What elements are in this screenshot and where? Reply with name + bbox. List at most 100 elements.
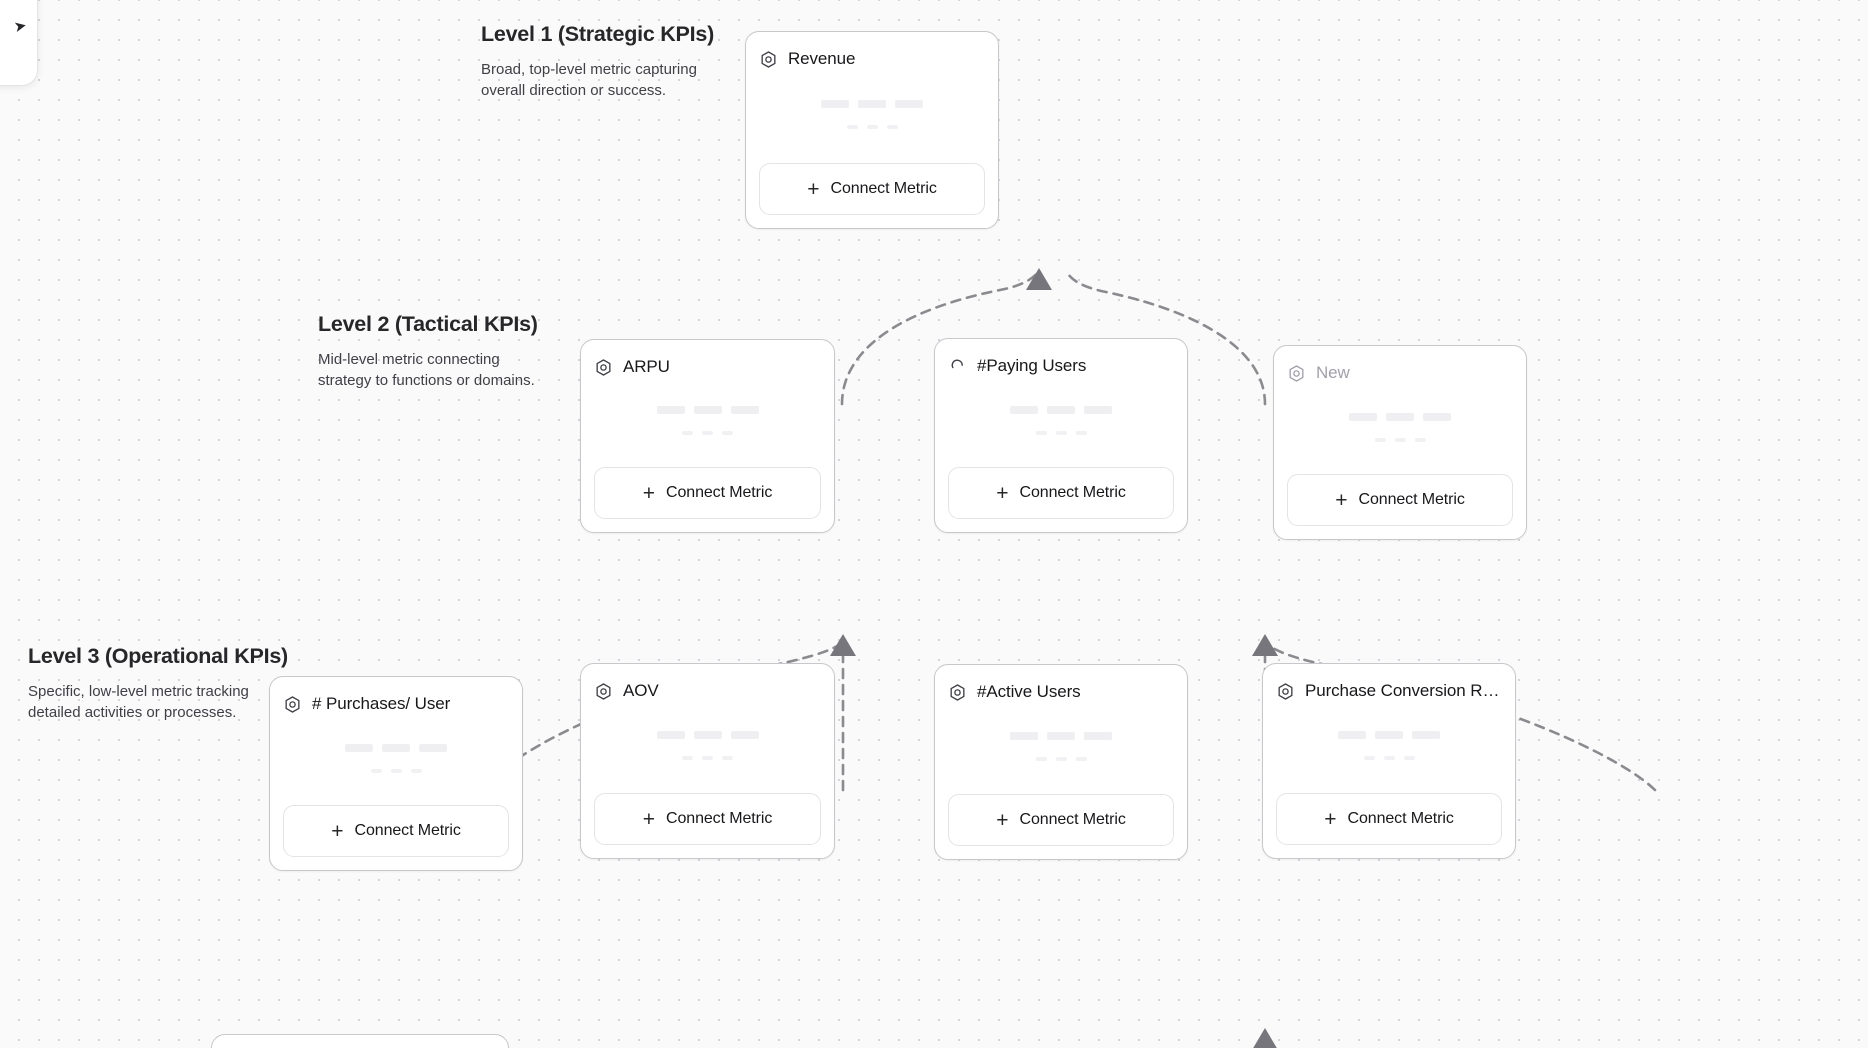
skeleton-row-primary [656,731,759,739]
card-title: # Purchases/ User [312,694,451,713]
connect-metric-button[interactable]: + Connect Metric [948,467,1174,519]
plus-icon: + [1335,488,1348,512]
card-header: Revenue [759,46,985,72]
skeleton-bar [382,743,410,752]
hexagon-metric-icon [1276,682,1295,701]
skeleton-bar [821,100,849,108]
metric-card-revenue[interactable]: Revenue + Connect Metric [745,31,999,229]
level-3-description: Specific, low-level metric tracking deta… [28,683,249,722]
card-header: # Purchases/ User [283,691,509,717]
skeleton-bar [1394,437,1406,442]
skeleton-bar [1035,757,1047,761]
metric-card-new[interactable]: New + Connect Metric [1273,345,1527,540]
metric-card-offscreen-partial[interactable] [211,1034,509,1048]
skeleton-row-secondary [682,431,733,435]
connect-metric-button[interactable]: + Connect Metric [948,794,1174,846]
skeleton-bar [1055,757,1067,761]
skeleton-row-primary [345,743,447,752]
skeleton-bar [656,406,685,414]
metric-card-aov[interactable]: AOV + Connect Metric [580,663,835,859]
card-placeholder-body [1287,386,1513,474]
skeleton-bar [693,731,722,739]
skeleton-bar [410,768,422,773]
skeleton-bar [730,731,759,739]
card-placeholder-body [283,717,509,805]
plus-icon: + [996,481,1009,505]
card-title: Purchase Conversion Rate [1305,681,1502,700]
card-header: New [1287,360,1513,386]
level-2-description: Mid-level metric connecting strategy to … [318,351,535,390]
skeleton-bar [1084,405,1112,414]
card-title: Revenue [788,49,856,68]
connect-metric-label: Connect Metric [830,180,937,197]
skeleton-bar [1383,756,1395,760]
skeleton-bar [1047,732,1075,740]
level-1-label-block: Level 1 (Strategic KPIs) Broad, top-leve… [481,22,714,102]
skeleton-bar [1010,732,1038,740]
hexagon-metric-icon [948,683,967,702]
skeleton-row-secondary [1035,757,1087,761]
connect-metric-button[interactable]: + Connect Metric [283,805,509,857]
plus-icon: + [642,481,656,505]
skeleton-bar [682,431,693,435]
connect-metric-button[interactable]: + Connect Metric [1287,474,1513,526]
connect-metric-button[interactable]: + Connect Metric [759,163,985,215]
cursor-arrow-icon[interactable]: ➤ [12,16,29,37]
connect-metric-button[interactable]: + Connect Metric [1276,793,1502,845]
skeleton-bar [722,431,733,435]
card-header: #Paying Users [948,353,1174,379]
skeleton-bar [419,743,447,752]
skeleton-bar [390,768,402,773]
hexagon-metric-icon [1287,364,1306,383]
skeleton-row-primary [1349,412,1451,421]
arrowhead-paying-users [1252,634,1278,656]
skeleton-bar [1338,731,1366,739]
metric-card-active-users[interactable]: #Active Users + Connect Metric [934,664,1188,860]
metric-card-arpu[interactable]: ARPU + Connect Metric [580,339,835,533]
skeleton-bar [370,768,382,773]
skeleton-row-primary [656,406,759,414]
plus-icon: + [1324,807,1337,831]
arrowhead-revenue [1026,268,1052,290]
level-2-label-block: Level 2 (Tactical KPIs) Mid-level metric… [318,312,548,392]
skeleton-row-primary [1338,731,1440,739]
card-placeholder-body [759,72,985,163]
metric-card-purchases-per-user[interactable]: # Purchases/ User + Connect Metric [269,676,523,871]
skeleton-bar [886,125,898,129]
skeleton-bar [1414,437,1426,442]
connect-metric-button[interactable]: + Connect Metric [594,467,821,519]
hexagon-metric-icon [594,358,613,377]
skeleton-bar [693,406,722,414]
plus-icon: + [996,808,1009,832]
skeleton-bar [1386,412,1414,421]
card-header: Purchase Conversion Rate [1276,678,1502,704]
skeleton-bar [730,406,759,414]
plus-icon: + [807,177,820,201]
connect-metric-label: Connect Metric [1019,484,1126,501]
skeleton-bar [1055,430,1067,435]
arrowhead-active-users [1253,1028,1277,1048]
card-title: ARPU [623,357,670,376]
card-placeholder-body [948,705,1174,794]
floating-toolbar-panel[interactable]: ➤ [0,0,38,86]
card-placeholder-body [948,379,1174,467]
skeleton-row-primary [1010,405,1112,414]
skeleton-row-secondary [846,125,898,129]
connect-metric-button[interactable]: + Connect Metric [594,793,821,845]
connect-metric-label: Connect Metric [666,484,773,501]
skeleton-bar [682,756,693,760]
skeleton-bar [702,756,713,760]
level-1-description: Broad, top-level metric capturing overal… [481,61,697,100]
skeleton-bar [1075,757,1087,761]
level-3-label-block: Level 3 (Operational KPIs) Specific, low… [28,644,288,724]
skeleton-bar [1035,430,1047,435]
skeleton-bar [1375,731,1403,739]
skeleton-row-primary [821,100,923,108]
level-3-title: Level 3 (Operational KPIs) [28,644,288,668]
card-header: AOV [594,678,821,704]
metric-card-paying-users[interactable]: #Paying Users + Connect Metric [934,338,1188,533]
skeleton-bar [866,125,878,129]
metric-card-purchase-conversion-rate[interactable]: Purchase Conversion Rate + Connect Metri… [1262,663,1516,859]
skeleton-bar [656,731,685,739]
